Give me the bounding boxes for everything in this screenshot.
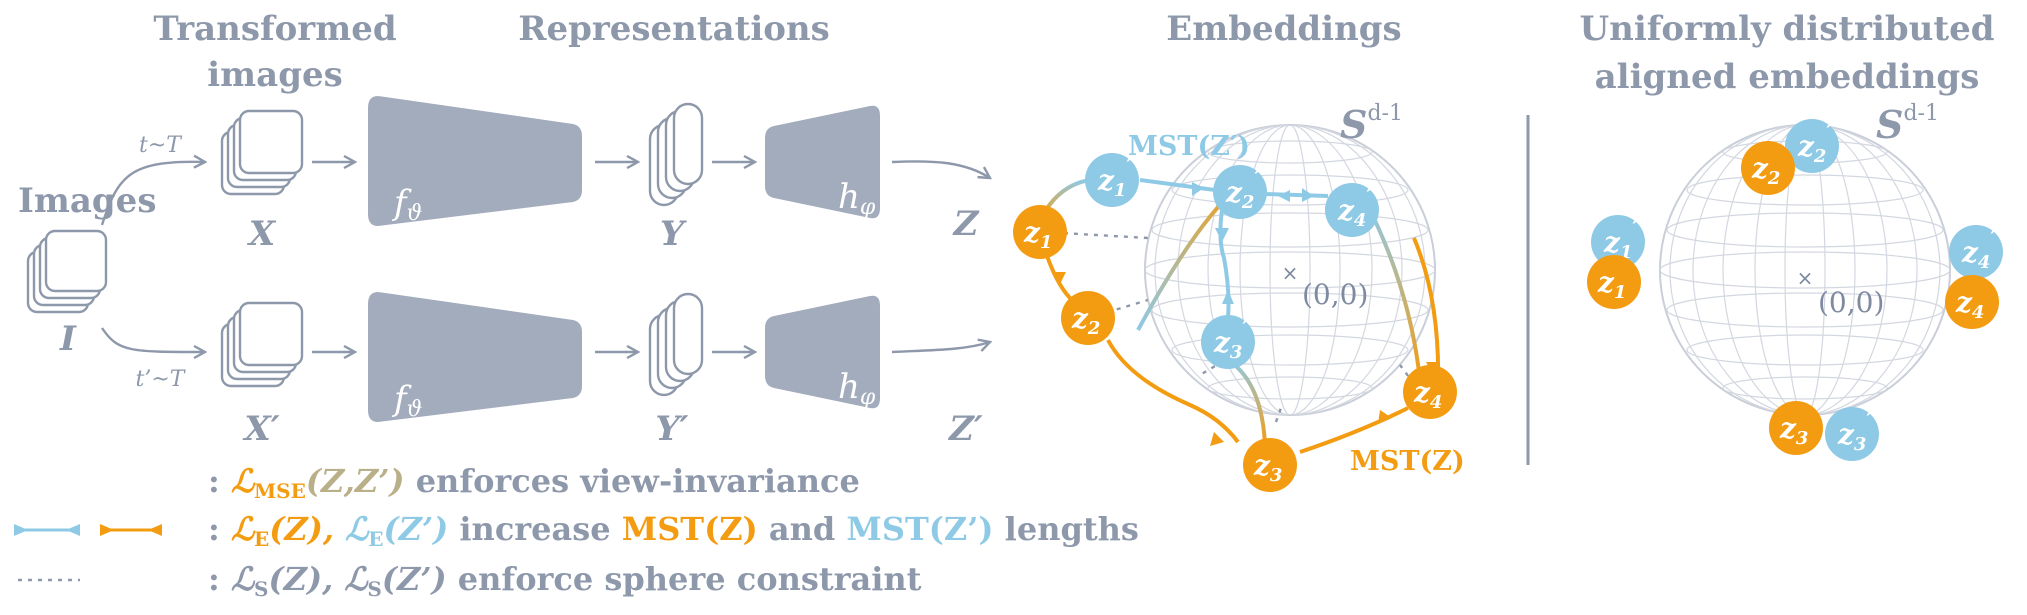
node-z2-prime: z2′ [1213, 165, 1267, 219]
projector-block-bottom [765, 295, 880, 409]
svg-text:z3′: z3′ [1837, 408, 1872, 455]
node-z4: z4 [1403, 365, 1457, 419]
node-right-z2-prime: z2′ [1785, 119, 1839, 173]
title-representations: Representations [518, 9, 830, 49]
mst-z-prime-label: MST(Z′) [1128, 131, 1250, 162]
legend-mse-text: : ℒMSE(Z,Z’) enforces view-invariance [208, 462, 860, 503]
mst-z-label: MST(Z) [1350, 446, 1465, 477]
wireframe-sphere-uniform: × [1659, 124, 1951, 416]
projector-block-top [765, 105, 880, 219]
svg-text:z1: z1 [1023, 216, 1052, 253]
var-Y: Y [660, 214, 687, 254]
node-z1: z1 [1013, 205, 1067, 259]
node-z2: z2 [1061, 291, 1115, 345]
var-I: I [59, 319, 77, 359]
origin-label-right: (0,0) [1818, 286, 1884, 319]
x-prime-image-stack [220, 301, 304, 388]
node-right-z3-prime: z3′ [1825, 407, 1879, 461]
origin-label-left: (0,0) [1302, 278, 1368, 311]
projector-label-top: hφ [838, 177, 876, 220]
node-right-z1: z1 [1587, 255, 1641, 309]
node-right-z2: z2 [1741, 141, 1795, 195]
sphere-label-right: Sd-1 [1876, 101, 1939, 147]
var-Z: Z [952, 204, 980, 244]
svg-text:z1′: z1′ [1097, 154, 1132, 201]
node-right-z3: z3 [1769, 401, 1823, 455]
svg-text:z4: z4 [1955, 286, 1984, 323]
svg-text:z1′: z1′ [1603, 216, 1638, 263]
nodes-left: z1′ z2′ z3′ z4′ z1 z2 z3 z4 [1013, 153, 1457, 492]
arrow-projector-to-embeddings-top [891, 160, 990, 178]
encoder-block-top [368, 96, 582, 226]
svg-text:×: × [1282, 261, 1299, 285]
var-X: X [247, 214, 277, 254]
svg-text:z1: z1 [1597, 266, 1626, 303]
svg-text:z3′: z3′ [1213, 316, 1248, 363]
legend: : ℒMSE(Z,Z’) enforces view-invariance : … [14, 462, 1139, 601]
transform-t-prime-label: t’~T [136, 367, 187, 392]
branch-arrow-top [100, 162, 205, 226]
wireframe-sphere-embeddings: × [1144, 124, 1436, 416]
svg-text:z2′: z2′ [1797, 120, 1832, 167]
node-right-z1-prime: z1′ [1591, 215, 1645, 269]
title-embeddings: Embeddings [1166, 9, 1401, 49]
legend-energy-swatch [14, 524, 162, 536]
svg-text:z4′: z4′ [1961, 226, 1996, 273]
legend-energy-text: : ℒE(Z), ℒE(Z’) increase MST(Z) and MST(… [208, 510, 1139, 551]
node-right-z4: z4 [1945, 275, 1999, 329]
title-uniform-line1: Uniformly distributed [1580, 9, 1995, 49]
var-Y-prime: Y′ [655, 409, 688, 449]
mst-z-prime-markers [1192, 182, 1314, 304]
svg-text:z2: z2 [1071, 302, 1100, 339]
var-X-prime: X′ [242, 409, 279, 449]
svg-text:z4′: z4′ [1337, 184, 1372, 231]
arrow-projector-to-embeddings-bottom [891, 342, 990, 354]
node-z3-prime: z3′ [1201, 315, 1255, 369]
node-z3: z3 [1243, 438, 1297, 492]
title-transformed-line2: images [207, 55, 342, 95]
svg-text:z2′: z2′ [1225, 166, 1260, 213]
sphere-label-left: Sd-1 [1340, 101, 1403, 147]
svg-text:z4: z4 [1413, 376, 1442, 413]
node-z4-prime: z4′ [1325, 183, 1379, 237]
legend-sphere-text: : ℒS(Z), ℒS(Z’) enforce sphere constrain… [208, 560, 922, 601]
svg-text:×: × [1797, 266, 1814, 290]
images-label: Images [18, 181, 156, 221]
nodes-right: z1′ z1 z2′ z2 z4′ z4 z3 z3′ [1587, 119, 2003, 461]
svg-text:z2: z2 [1751, 152, 1780, 189]
title-transformed-line1: Transformed [153, 9, 396, 49]
title-uniform-line2: aligned embeddings [1595, 57, 1980, 97]
node-z1-prime: z1′ [1085, 153, 1139, 207]
transform-t-label: t~T [139, 133, 183, 158]
x-image-stack [220, 109, 304, 196]
svg-text:z3: z3 [1253, 449, 1282, 486]
encoder-block-bottom [368, 292, 582, 422]
branch-arrow-bottom [101, 327, 205, 352]
y-prime-representation-stack [648, 292, 704, 397]
y-representation-stack [648, 102, 704, 207]
input-image-stack [26, 229, 108, 314]
projector-label-bottom: hφ [838, 367, 876, 410]
svg-text:z3: z3 [1779, 412, 1808, 449]
var-Z-prime: Z′ [947, 409, 983, 449]
node-right-z4-prime: z4′ [1949, 225, 2003, 279]
